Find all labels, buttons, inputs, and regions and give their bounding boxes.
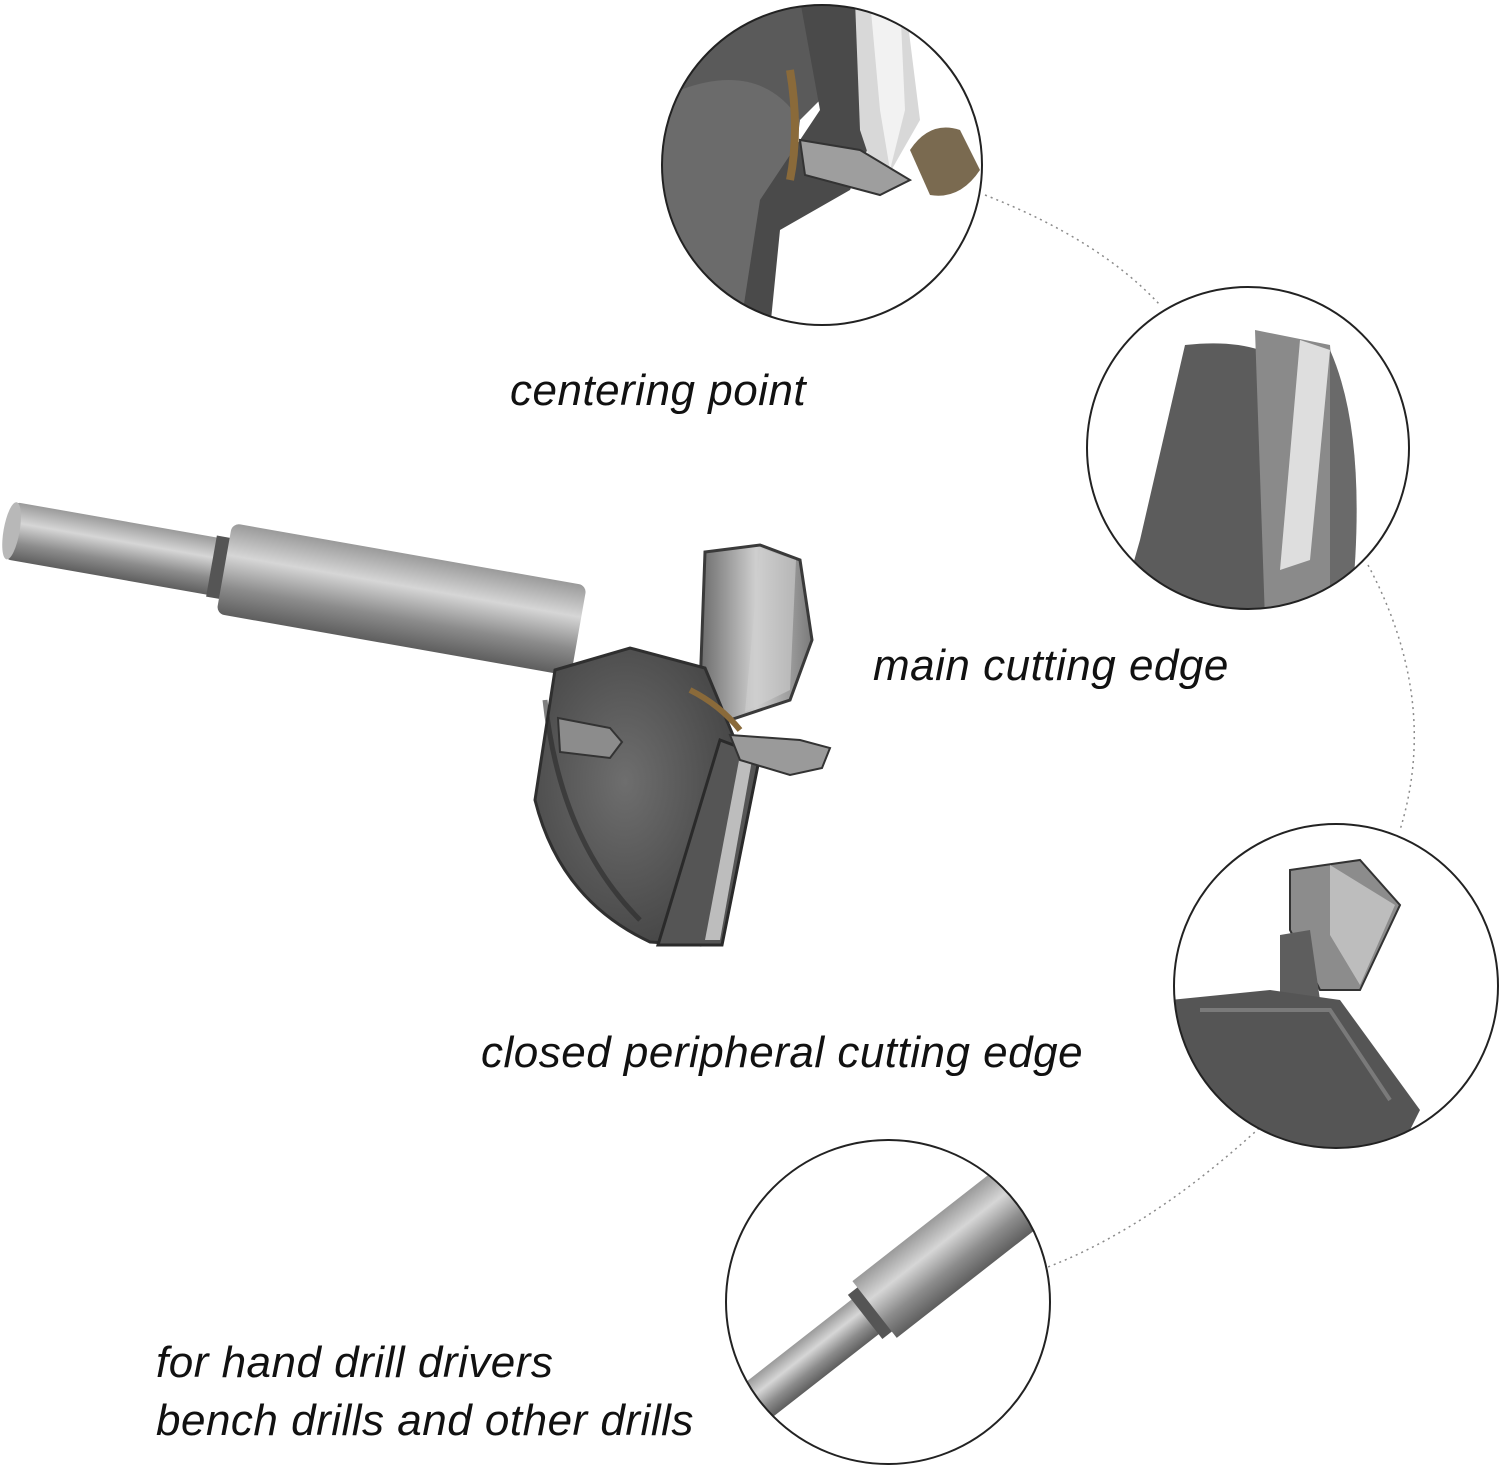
detail-circle-centering-point (661, 4, 983, 326)
label-main-cutting-edge: main cutting edge (873, 641, 1229, 690)
detail-circle-main-cutting-edge (1086, 286, 1410, 610)
label-closed-peripheral-cutting-edge: closed peripheral cutting edge (481, 1028, 1084, 1077)
detail-circle-closed-peripheral (1173, 823, 1499, 1149)
label-drivers-line1: for hand drill drivers (156, 1338, 554, 1387)
label-drivers-line2: bench drills and other drills (156, 1396, 694, 1445)
connector-lines (984, 194, 1416, 1271)
label-centering-point: centering point (510, 366, 807, 415)
detail-circle-shank (725, 1139, 1051, 1465)
forstner-bit (2, 502, 832, 947)
